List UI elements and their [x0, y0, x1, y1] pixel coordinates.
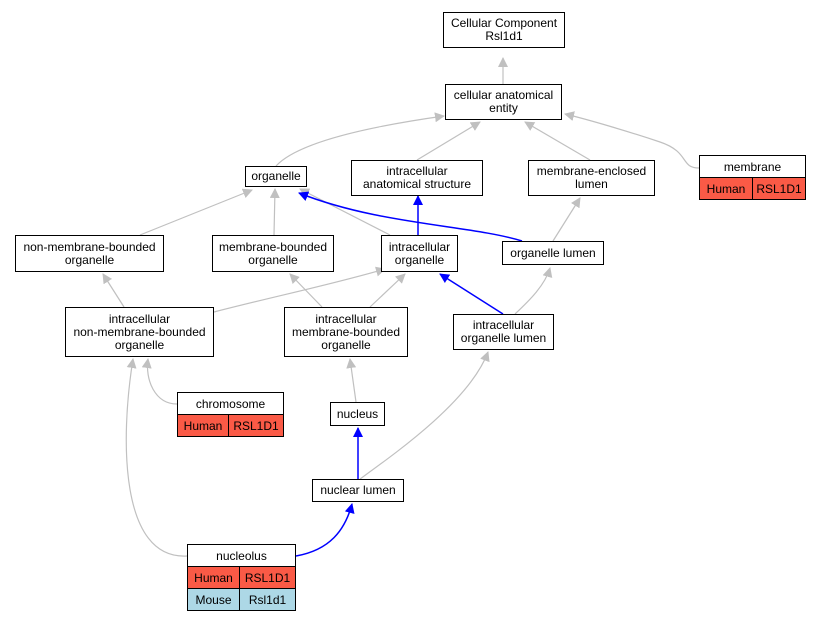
edge-iol-to-io: [439, 273, 504, 315]
annotation-row: Mouse Rsl1d1: [188, 588, 295, 610]
edge-mel-to-cae: [524, 121, 591, 161]
edge-nucleolus-to-nl: [295, 503, 355, 557]
edge-membrane-to-cae: [564, 111, 700, 169]
node-root[interactable]: Cellular Component Rsl1d1: [443, 12, 565, 48]
node-label: nucleolus: [188, 545, 295, 567]
annotation-row: Human RSL1D1: [178, 415, 283, 436]
node-chromosome[interactable]: chromosome Human RSL1D1: [177, 392, 284, 437]
edge-nl-to-iol: [359, 351, 490, 480]
edge-imbo-to-mbo: [289, 273, 323, 308]
edge-inmbo-to-io: [213, 266, 386, 313]
node-cellular-anatomical-entity[interactable]: cellular anatomical entity: [445, 84, 562, 120]
node-membrane-enclosed-lumen[interactable]: membrane-enclosed lumen: [528, 160, 655, 196]
edge-ol-to-mel: [552, 197, 581, 242]
edge-imbo-to-io: [369, 273, 406, 308]
node-membrane[interactable]: membrane Human RSL1D1: [699, 155, 806, 200]
edge-nucleus-to-imbo: [346, 358, 357, 403]
node-intracellular-non-membrane-bounded-organelle[interactable]: intracellular non-membrane-bounded organ…: [65, 307, 214, 357]
annotation-row: Human RSL1D1: [188, 567, 295, 588]
node-organelle-lumen[interactable]: organelle lumen: [502, 241, 604, 265]
edge-inmbo-to-nmbo: [102, 273, 125, 308]
gene-cell: RSL1D1: [239, 567, 295, 588]
edge-io-to-organelle: [299, 188, 391, 236]
species-cell: Human: [188, 567, 239, 588]
gene-cell: RSL1D1: [752, 178, 805, 199]
node-nuclear-lumen[interactable]: nuclear lumen: [312, 479, 404, 502]
gene-cell: Rsl1d1: [239, 589, 295, 610]
node-label: chromosome: [178, 393, 283, 415]
node-intracellular-anatomical-structure[interactable]: intracellular anatomical structure: [351, 160, 483, 196]
species-cell: Human: [700, 178, 752, 199]
edge-chromosome-to-inmbo: [141, 358, 178, 405]
node-non-membrane-bounded-organelle[interactable]: non-membrane-bounded organelle: [15, 235, 164, 272]
edge-nmbo-to-organelle: [139, 188, 253, 236]
edge-iol-to-ol: [514, 267, 553, 315]
edge-ias-to-cae: [416, 121, 481, 161]
node-intracellular-membrane-bounded-organelle[interactable]: intracellular membrane-bounded organelle: [284, 307, 408, 357]
node-nucleolus[interactable]: nucleolus Human RSL1D1 Mouse Rsl1d1: [187, 544, 296, 611]
gene-cell: RSL1D1: [228, 415, 283, 436]
edge-ol-to-organelle: [298, 191, 523, 242]
node-membrane-bounded-organelle[interactable]: membrane-bounded organelle: [212, 235, 334, 272]
node-organelle[interactable]: organelle: [245, 166, 307, 187]
species-cell: Human: [178, 415, 228, 436]
node-label: membrane: [700, 156, 805, 178]
species-cell: Mouse: [188, 589, 239, 610]
annotation-row: Human RSL1D1: [700, 178, 805, 199]
edge-organelle-to-cae: [275, 112, 445, 167]
edge-nucleolus-to-inmbo: [125, 358, 188, 557]
node-intracellular-organelle[interactable]: intracellular organelle: [381, 235, 458, 272]
node-intracellular-organelle-lumen[interactable]: intracellular organelle lumen: [453, 314, 554, 350]
edge-mbo-to-organelle: [269, 188, 280, 236]
node-nucleus[interactable]: nucleus: [330, 402, 385, 426]
